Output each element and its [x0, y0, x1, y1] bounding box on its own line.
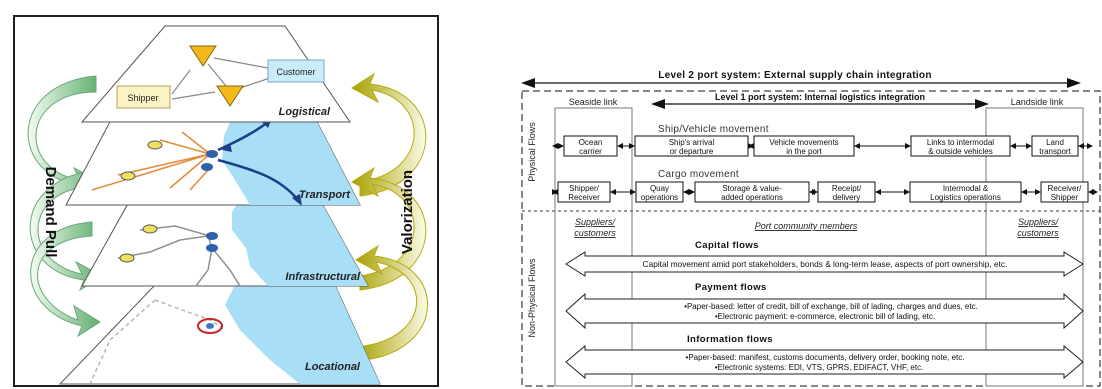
cargo-box-4-line-1: Receipt/: [832, 184, 862, 193]
ship-box-3-line-2: in the port: [786, 147, 822, 156]
ship-box-1-line-2: carrier: [579, 147, 602, 156]
cargo-box-1-line-2: Receiver: [568, 193, 600, 202]
cargo-arrow-5: [1021, 189, 1041, 195]
ship-arrow-3: [854, 143, 911, 149]
suppliers-right-line1: Suppliers/: [1018, 217, 1060, 227]
layer-label-logistical: Logistical: [279, 106, 331, 118]
logistics-node-top: [189, 45, 217, 67]
location-highlight-ring: [197, 318, 223, 334]
cargo-arrow-4: [875, 189, 910, 195]
information-line-1: •Paper-based: manifest, customs document…: [686, 353, 965, 362]
port-layers-svg: Shipper Customer Logistical Transport In…: [13, 15, 439, 387]
cargo-box-1-line-1: Shipper/: [569, 184, 600, 193]
cargo-arrow-3: [809, 189, 818, 195]
customer-node: [267, 59, 325, 83]
layer-label-locational: Locational: [305, 361, 361, 373]
ship-arrow-1: [617, 143, 635, 149]
layer-logistical: Shipper Customer: [80, 25, 351, 123]
landside-link-label: Landside link: [1011, 97, 1064, 107]
cargo-box-3-line-1: Storage & value-: [722, 184, 782, 193]
cargo-arrow-2: [683, 189, 695, 195]
cargo-box-3-line-2: added operations: [721, 193, 783, 202]
payment-flows-arrow: [565, 292, 1084, 330]
layer-transport: [65, 117, 361, 206]
cargo-box-5-line-2: Logistics operations: [930, 193, 1001, 202]
port-system-flows-diagram: Level 2 port system: External supply cha…: [455, 0, 1102, 389]
cargo-box-6-line-1: Receiver/: [1048, 184, 1083, 193]
physical-flows-label: Physical Flows: [527, 122, 537, 182]
cargo-box-5-line-1: Intermodal &: [943, 184, 989, 193]
cargo-arrow-1: [610, 189, 636, 195]
payment-flows-title: Payment flows: [695, 282, 767, 293]
cargo-arrow-end: [1088, 189, 1098, 195]
ship-box-1-line-1: Ocean: [579, 138, 603, 147]
layer-locational: [58, 284, 381, 385]
port-layers-diagram: Shipper Customer Logistical Transport In…: [0, 0, 455, 389]
customer-label: Customer: [276, 67, 315, 77]
valorization-label: Valorization: [399, 170, 416, 254]
layer-label-transport: Transport: [299, 189, 351, 201]
level1-arrow: [651, 99, 989, 109]
information-flows-arrow: [565, 344, 1084, 380]
ship-box-3-line-1: Vehicle movements: [769, 138, 838, 147]
ship-arrow-start: [552, 143, 564, 149]
ship-arrow-4: [1010, 143, 1032, 149]
seaside-column: [554, 107, 633, 387]
ship-box-2-line-2: or departure: [670, 147, 714, 156]
seaside-link-label: Seaside link: [569, 97, 618, 107]
outer-dashed-frame: [521, 90, 1101, 387]
level1-title: Level 1 port system: Internal logistics …: [715, 92, 925, 102]
ship-box-5-line-1: Land: [1046, 138, 1064, 147]
cargo-box-4-line-2: delivery: [833, 193, 861, 202]
shipper-node: [116, 85, 171, 109]
payment-line-2: •Electronic payment: e-commerce, electro…: [715, 312, 935, 321]
level2-arrow: [521, 78, 1081, 88]
capital-flows-text: Capital movement amid port stakeholders,…: [643, 259, 1008, 269]
cargo-arrow-start: [552, 189, 558, 195]
cargo-title: Cargo movement: [658, 169, 739, 180]
landside-column: [985, 107, 1084, 387]
suppliers-right-line2: customers: [1017, 228, 1059, 238]
cargo-box-2-line-2: operations: [641, 193, 678, 202]
demand-pull-label: Demand Pull: [42, 167, 59, 258]
cargo-box-6-line-2: Shipper: [1051, 193, 1079, 202]
information-flows-title: Information flows: [687, 334, 773, 345]
layer-infrastructural: [81, 199, 369, 287]
port-community-label: Port community members: [755, 221, 858, 231]
information-line-2: •Electronic systems: EDI, VTS, GPRS, EDI…: [715, 363, 924, 372]
port-flows-svg: Level 2 port system: External supply cha…: [521, 70, 1101, 387]
ship-arrow-2: [748, 143, 754, 149]
suppliers-left-line2: customers: [574, 228, 616, 238]
ship-box-4-line-1: Links to intermodal: [927, 138, 994, 147]
capital-flows-arrow: [565, 251, 1084, 277]
ship-arrow-end: [1078, 143, 1093, 149]
cargo-box-2-line-1: Quay: [650, 184, 669, 193]
layer-label-infrastructural: Infrastructural: [285, 271, 361, 283]
shipper-label: Shipper: [127, 93, 158, 103]
non-physical-flows-label: Non-Physical Flows: [527, 258, 537, 338]
ship-box-2-line-1: Ship's arrival: [669, 138, 715, 147]
payment-line-1: •Paper-based: letter of credit, bill of …: [684, 302, 978, 311]
logistics-node-bottom: [216, 85, 244, 107]
suppliers-left-line1: Suppliers/: [575, 217, 617, 227]
level2-title: Level 2 port system: External supply cha…: [658, 70, 932, 81]
ship-box-5-line-2: transport: [1039, 147, 1071, 156]
valorization-arrows: [351, 72, 428, 361]
capital-flows-title: Capital flows: [695, 240, 759, 251]
ship-vehicle-title: Ship/Vehicle movement: [658, 124, 769, 135]
ship-box-4-line-2: & outside vehicles: [928, 147, 992, 156]
